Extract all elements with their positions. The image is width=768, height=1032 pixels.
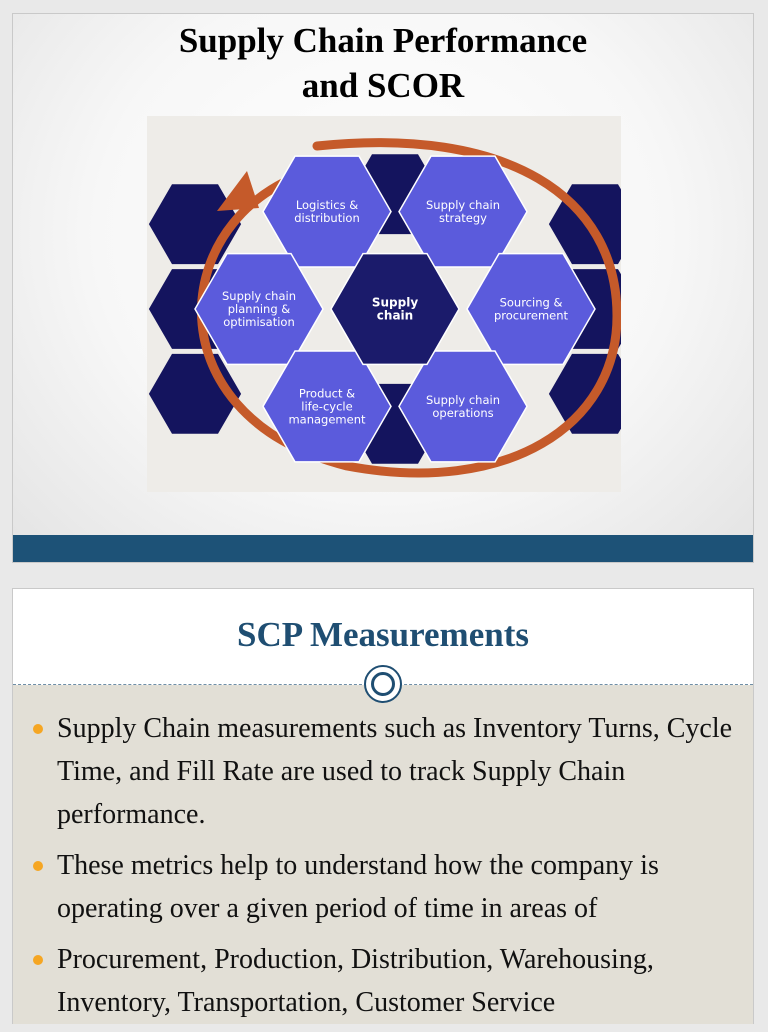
slide-header: SCP Measurements [13,589,753,685]
bullet-item: Supply Chain measurements such as Invent… [33,707,733,836]
slide-title: SCP Measurements [237,615,529,654]
hexagon-label: life-cycle [301,399,352,413]
hexagon-label: optimisation [223,315,295,329]
hexagon-label: Supply chain [222,289,296,303]
slide-title: Supply Chain Performance and SCOR [13,18,753,108]
bullet-dot-icon [33,724,43,734]
bullet-item: Procurement, Production, Distribution, W… [33,938,733,1024]
hexagon-label: operations [432,406,493,420]
hexagon-label: Supply chain [426,393,500,407]
hexagon-label: planning & [228,302,291,316]
title-line-1: Supply Chain Performance [178,21,588,60]
hexagon-label: procurement [494,309,569,323]
hexagon-label: strategy [439,211,487,225]
title-line-2: and SCOR [301,66,465,105]
slide-scor: Supply Chain Performance and SCOR Logist… [12,13,754,563]
hex-logistics-distribution: Logistics &distribution [262,155,392,268]
hexagon-label: Supply chain [426,198,500,212]
slide-footer-band [13,535,753,562]
hexagon-shape [398,350,528,463]
hexagon-label: Logistics & [296,198,358,212]
cycle-arrow-head [217,171,259,211]
bullet-text: Procurement, Production, Distribution, W… [57,944,654,1018]
bullet-text: These metrics help to understand how the… [57,850,659,924]
hexagon-label: Sourcing & [500,296,563,310]
divider-ring-icon [364,665,402,703]
hexagon-label: chain [377,309,413,323]
bullet-dot-icon [33,955,43,965]
hexagon-label: Supply [372,296,418,310]
bullet-dot-icon [33,861,43,871]
hex-sourcing-procurement: Sourcing &procurement [466,252,596,366]
hexagon-shape [330,252,460,366]
hexagon-label: distribution [294,211,360,225]
hexagon-label: management [288,412,366,426]
slide-scp-measurements: SCP Measurements Supply Chain measuremen… [12,588,754,1024]
bullet-list: Supply Chain measurements such as Invent… [33,707,733,1032]
bullet-text: Supply Chain measurements such as Invent… [57,713,733,830]
bullet-item: These metrics help to understand how the… [33,844,733,930]
hexagon-label: Product & [299,386,355,400]
hexagon-shape [466,252,596,366]
